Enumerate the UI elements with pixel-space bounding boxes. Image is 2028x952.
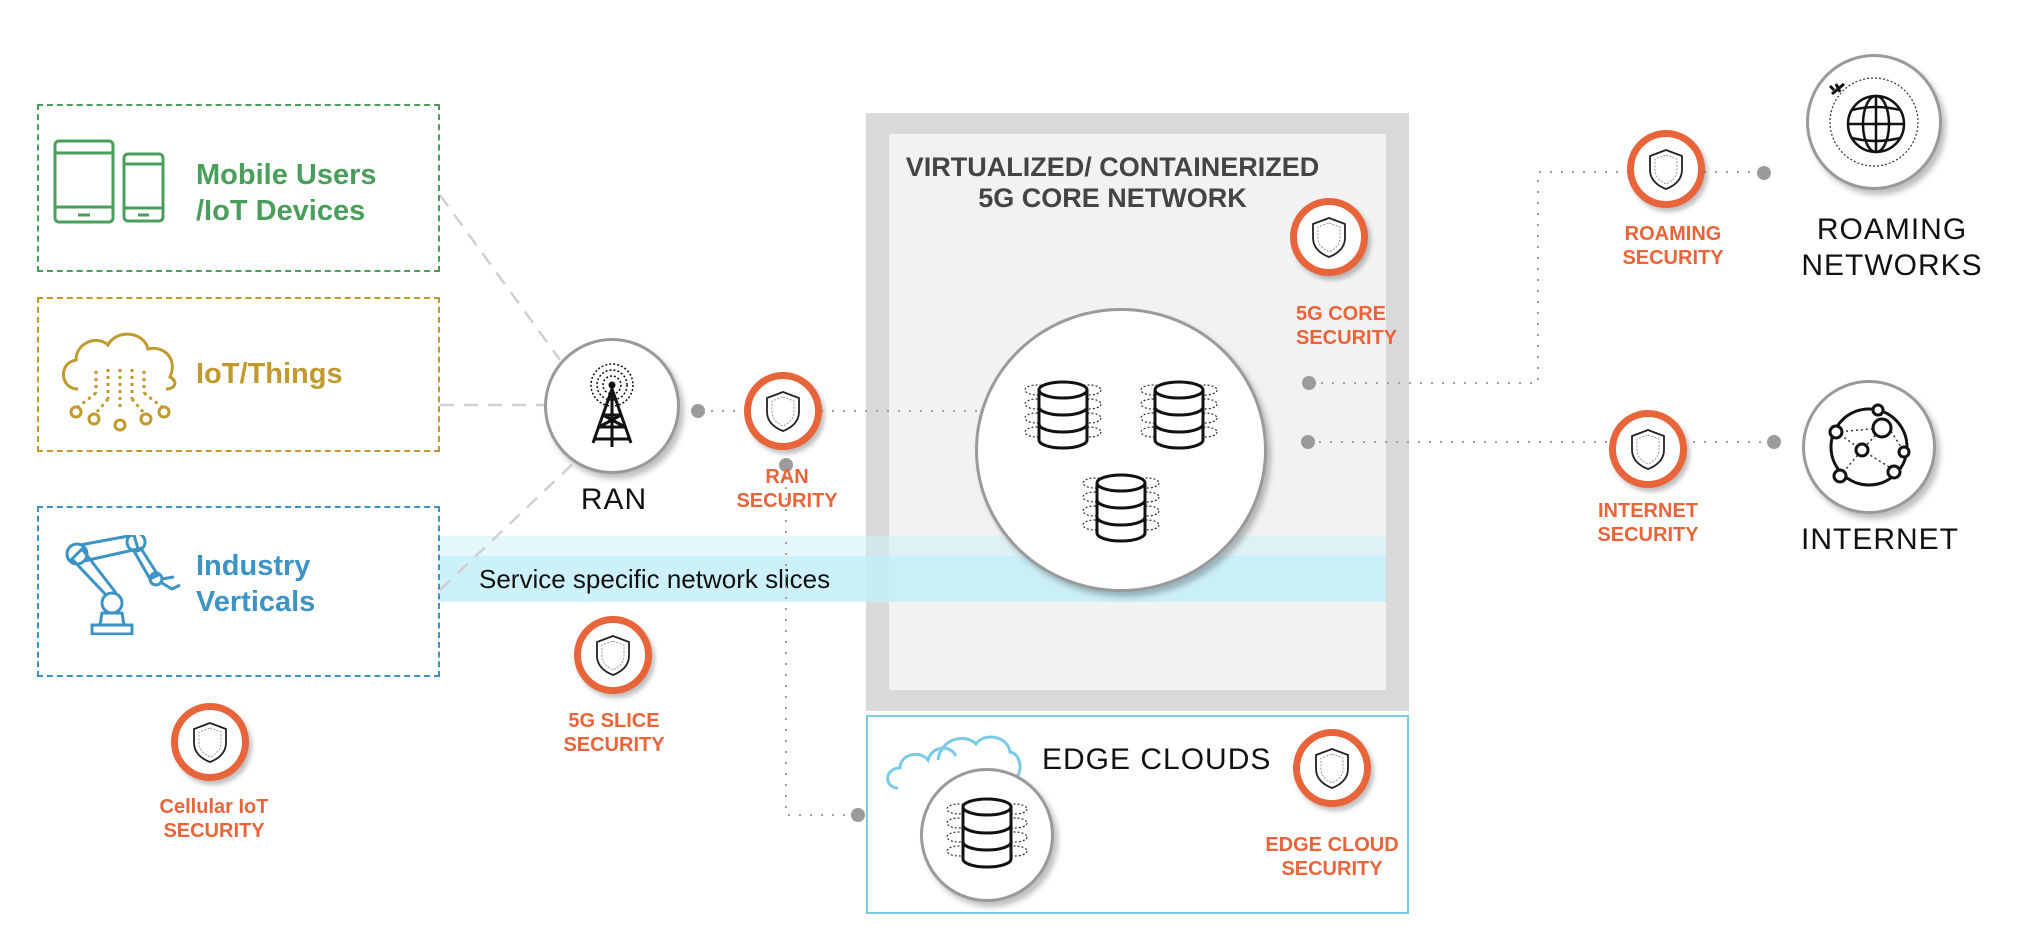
connector-dot-core-roaming bbox=[1302, 376, 1316, 390]
5g-slice-security-shield[interactable] bbox=[574, 616, 652, 694]
database-icon bbox=[946, 797, 1028, 869]
internet-node[interactable] bbox=[1802, 380, 1936, 514]
shield-icon bbox=[766, 391, 800, 432]
database-icon bbox=[1139, 380, 1219, 450]
network-slice-label: Service specific network slices bbox=[479, 564, 831, 594]
connector-dot-internet bbox=[1767, 435, 1781, 449]
core-network-title: VIRTUALIZED/ CONTAINERIZED 5G CORE NETWO… bbox=[905, 152, 1320, 213]
edge-cloud-security-shield[interactable] bbox=[1293, 729, 1371, 807]
shield-icon bbox=[193, 722, 227, 763]
ran-security-shield[interactable] bbox=[744, 372, 822, 450]
connector-dot-edge bbox=[851, 808, 865, 822]
roaming-networks-node[interactable] bbox=[1806, 54, 1942, 190]
shield-icon bbox=[1315, 748, 1349, 789]
database-icon bbox=[1023, 380, 1103, 450]
connector-ran-edge bbox=[785, 465, 858, 816]
mobile-users-label: Mobile Users /IoT Devices bbox=[196, 159, 377, 227]
iot-things-label: IoT/Things bbox=[196, 358, 343, 390]
industry-verticals-box bbox=[37, 506, 440, 677]
mobile-devices-icon bbox=[53, 139, 165, 224]
robot-arm-icon bbox=[65, 535, 181, 635]
database-cluster-icon bbox=[1023, 380, 1219, 543]
internet-label: INTERNET bbox=[1801, 523, 1959, 556]
mobile-users-box bbox=[37, 104, 440, 272]
edge-clouds-label: EDGE CLOUDS bbox=[1042, 743, 1272, 776]
network-slice-band bbox=[440, 556, 1386, 602]
database-icon bbox=[1081, 473, 1161, 543]
iot-things-box bbox=[37, 297, 440, 452]
globe-airplane-icon bbox=[1828, 77, 1919, 167]
network-slice-band-light bbox=[440, 536, 1386, 556]
connector-dot-ran bbox=[691, 404, 705, 418]
connector-dot-roaming bbox=[1757, 166, 1771, 180]
shield-icon bbox=[1631, 429, 1665, 470]
iot-cloud-icon bbox=[62, 332, 177, 432]
internet-security-shield[interactable] bbox=[1609, 410, 1687, 488]
cell-tower-icon bbox=[590, 363, 634, 447]
connector-mobile-ran bbox=[438, 194, 562, 361]
ran-node[interactable] bbox=[544, 338, 680, 474]
edge-cloud-circle[interactable] bbox=[920, 768, 1054, 902]
cellular-iot-security-shield[interactable] bbox=[171, 703, 249, 781]
roaming-security-shield[interactable] bbox=[1627, 130, 1705, 208]
shield-icon bbox=[1649, 149, 1683, 190]
connector-dot-core-internet bbox=[1301, 435, 1315, 449]
roaming-networks-label: ROAMING NETWORKS bbox=[1801, 213, 1983, 282]
ran-label: RAN bbox=[580, 483, 648, 516]
industry-verticals-label: Industry Verticals bbox=[196, 550, 316, 618]
shield-icon bbox=[596, 635, 630, 676]
core-network-circle[interactable] bbox=[975, 308, 1267, 592]
internet-network-icon bbox=[1828, 403, 1911, 487]
connector-dot-ran-security bbox=[779, 458, 793, 472]
5g-core-security-shield[interactable] bbox=[1290, 198, 1368, 276]
edge-cloud-icon bbox=[886, 735, 1022, 790]
shield-icon bbox=[1312, 217, 1346, 258]
